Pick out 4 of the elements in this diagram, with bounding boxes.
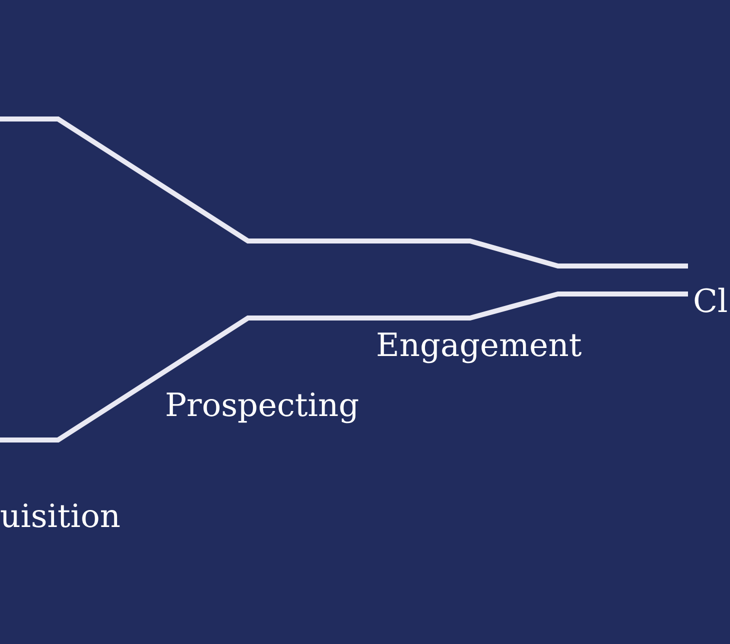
stage-label: uisition: [0, 496, 120, 536]
stage-label: Cl: [693, 281, 728, 321]
stage-label: Engagement: [376, 325, 582, 365]
stage-label: Prospecting: [165, 385, 360, 425]
